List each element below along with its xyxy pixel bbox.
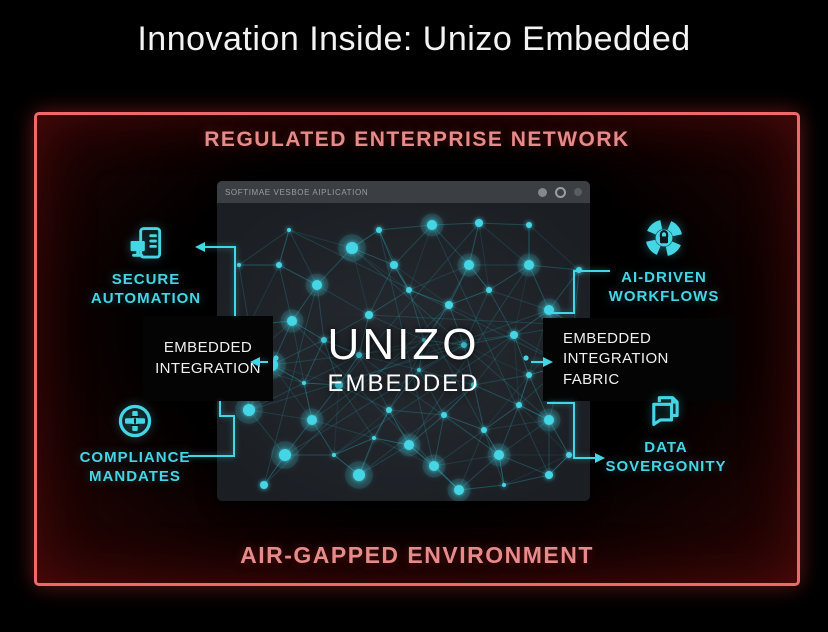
window-button-3[interactable]: [574, 188, 582, 196]
page-title: Innovation Inside: Unizo Embedded: [137, 20, 691, 58]
integration-fabric-box: EMBEDDED INTEGRATION FABRIC: [543, 318, 735, 401]
gear-lock-icon: [579, 215, 749, 261]
secure-automation-line1: SECURE: [111, 271, 181, 288]
compliance-line2: MANDATES: [89, 468, 181, 486]
terminal-document-icon: [66, 225, 226, 263]
callout-ai-driven-workflows: AI-DRIVEN WORKFLOWS: [579, 215, 749, 306]
ai-driven-line1: AI-DRIVEN: [621, 269, 707, 286]
embedded-integration-box: EMBEDDED INTEGRATION: [143, 316, 273, 401]
callout-data-sovereignty: DATA SOVERGONITY: [581, 391, 751, 476]
embedded-integration-line2: INTEGRATION: [155, 359, 261, 377]
window-buttons: [538, 186, 582, 198]
badge-cross-icon: [55, 401, 215, 441]
frame-bottom-label: AIR-GAPPED ENVIRONMENT: [240, 542, 594, 568]
layered-docs-icon: [581, 391, 751, 431]
data-sovereignty-line1: DATA: [644, 439, 688, 456]
ai-driven-line2: WORKFLOWS: [608, 288, 720, 306]
secure-automation-line2: AUTOMATION: [90, 290, 202, 308]
compliance-line1: COMPLIANCE: [79, 449, 191, 466]
integration-fabric-line2: FABRIC: [563, 370, 620, 388]
window-title: SOFTIMAE VESBOE AIPLICATION: [225, 187, 369, 197]
data-sovereignty-line2: SOVERGONITY: [605, 458, 727, 476]
regulated-network-frame: REGULATED ENTERPRISE NETWORK AIR-GAPPED …: [34, 112, 800, 586]
callout-compliance-mandates: COMPLIANCE MANDATES: [55, 401, 215, 486]
callout-secure-automation: SECURE AUTOMATION: [66, 225, 226, 308]
frame-top-label: REGULATED ENTERPRISE NETWORK: [204, 128, 630, 151]
integration-fabric-line1: EMBEDDED INTEGRATION: [563, 330, 669, 368]
embedded-integration-line1: EMBEDDED: [163, 339, 253, 357]
window-button-1[interactable]: [538, 187, 547, 197]
window-titlebar: SOFTIMAE VESBOE AIPLICATION: [217, 181, 590, 203]
window-button-2[interactable]: [555, 186, 566, 198]
